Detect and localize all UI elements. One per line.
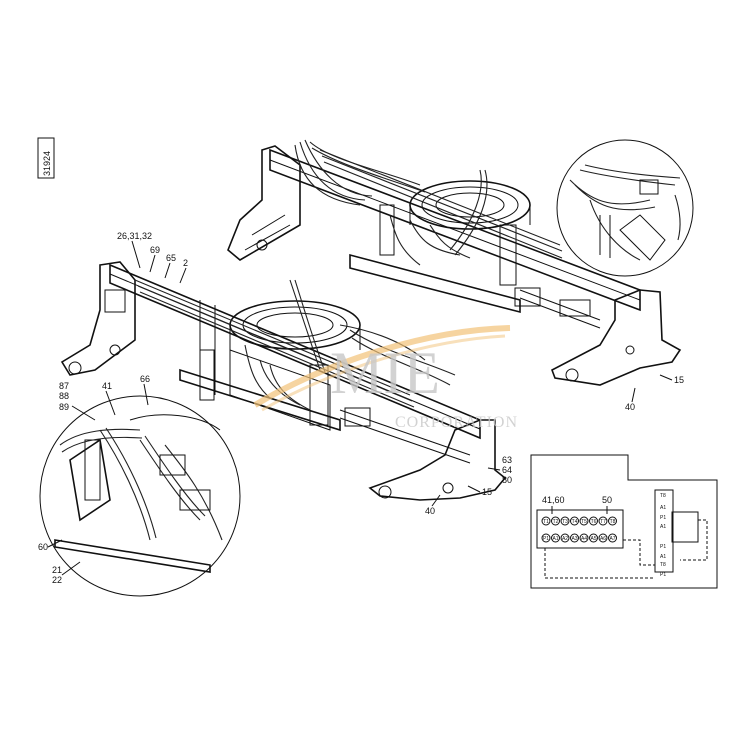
callout-2: 2 bbox=[183, 258, 188, 268]
callout-66: 66 bbox=[140, 374, 150, 384]
callout-69: 69 bbox=[150, 245, 160, 255]
callout-41: 41 bbox=[102, 381, 112, 391]
callout-64: 64 bbox=[502, 465, 512, 475]
schematic-top-pin bbox=[579, 516, 589, 526]
watermark-logo: MIE CORPORATION bbox=[253, 325, 518, 431]
callout-65: 65 bbox=[166, 253, 176, 263]
callout-15-front: 15 bbox=[482, 487, 492, 497]
schematic-label-left: 41,60 bbox=[542, 495, 565, 505]
schematic-top-pin-label: T5 bbox=[581, 519, 587, 525]
callout-63: 63 bbox=[502, 455, 512, 465]
watermark-text: MIE bbox=[330, 340, 440, 406]
schematic-top-pin bbox=[598, 516, 608, 526]
valve-port-label: P1 bbox=[660, 515, 666, 521]
detail-view-left bbox=[39, 395, 241, 597]
detail-view-right bbox=[556, 139, 694, 277]
valve-port-label: T8 bbox=[660, 562, 666, 568]
callout-labels: 26,31,32 69 65 2 87 88 89 41 66 60 21 22… bbox=[38, 231, 684, 585]
callout-15-rear: 15 bbox=[674, 375, 684, 385]
schematic-top-pin bbox=[541, 516, 551, 526]
schematic-top-pin-label: T6 bbox=[591, 519, 597, 525]
schematic-bottom-pin-label: A1 bbox=[552, 536, 558, 542]
schematic-bottom-pin bbox=[598, 533, 608, 543]
schematic-bottom-pin bbox=[608, 533, 617, 543]
callout-40-rear: 40 bbox=[625, 402, 635, 412]
schematic-bottom-pin-label: A3 bbox=[571, 536, 577, 542]
schematic-top-pin-label: T7 bbox=[600, 519, 606, 525]
schematic-bottom-pin-label: A4 bbox=[581, 536, 587, 542]
rear-frame-assembly bbox=[227, 145, 682, 386]
callout-88: 88 bbox=[59, 391, 69, 401]
schematic-bottom-pin-label: P1 bbox=[543, 536, 549, 542]
valve-port-label: T8 bbox=[660, 493, 666, 499]
schematic-bottom-pin-label: A6 bbox=[600, 536, 606, 542]
schematic-bottom-pin-label: A2 bbox=[562, 536, 568, 542]
schematic-top-pin bbox=[608, 516, 617, 526]
schematic-label-right: 50 bbox=[602, 495, 612, 505]
callout-22: 22 bbox=[52, 575, 62, 585]
schematic-top-pin-label: T1 bbox=[543, 519, 549, 525]
callout-87: 87 bbox=[59, 381, 69, 391]
callout-40-front: 40 bbox=[425, 506, 435, 516]
schematic-top-pin-label: T8 bbox=[610, 519, 616, 525]
schematic-top-pin-label: T4 bbox=[572, 519, 578, 525]
schematic-top-pin bbox=[570, 516, 579, 526]
watermark-subtext: CORPORATION bbox=[395, 414, 518, 431]
rear-hose-bundle bbox=[294, 139, 563, 266]
schematic-top-pin bbox=[560, 516, 570, 526]
front-hose-bundle bbox=[134, 279, 456, 411]
valve-port-label: P1 bbox=[660, 544, 666, 550]
schematic-top-pin-label: T2 bbox=[553, 519, 559, 525]
schematic-top-pin bbox=[589, 516, 598, 526]
callout-89: 89 bbox=[59, 402, 69, 412]
schematic-bottom-pin bbox=[541, 533, 551, 543]
valve-port-label: A1 bbox=[660, 524, 666, 530]
callout-21: 21 bbox=[52, 565, 62, 575]
callout-60: 60 bbox=[38, 542, 48, 552]
schematic-top-pin-label: T3 bbox=[562, 519, 568, 525]
callout-26-31-32: 26,31,32 bbox=[117, 231, 152, 241]
drawing-id: 31924 bbox=[42, 151, 52, 176]
schematic-bottom-pin bbox=[570, 533, 579, 543]
schematic-bottom-pin bbox=[579, 533, 589, 543]
valve-port-label: A1 bbox=[660, 505, 666, 511]
valve-port-label: P1 bbox=[660, 572, 666, 578]
schematic-bottom-pin bbox=[551, 533, 560, 543]
schematic-bottom-pin-label: A5 bbox=[590, 536, 596, 542]
valve-port-label: A1 bbox=[660, 554, 666, 560]
schematic-bottom-pin bbox=[560, 533, 570, 543]
schematic-bottom-pin bbox=[589, 533, 598, 543]
drawing-id-box: 31924 bbox=[37, 137, 55, 179]
schematic-top-pin bbox=[551, 516, 560, 526]
callout-80: 80 bbox=[502, 475, 512, 485]
schematic-bottom-pin-label: A7 bbox=[609, 536, 615, 542]
